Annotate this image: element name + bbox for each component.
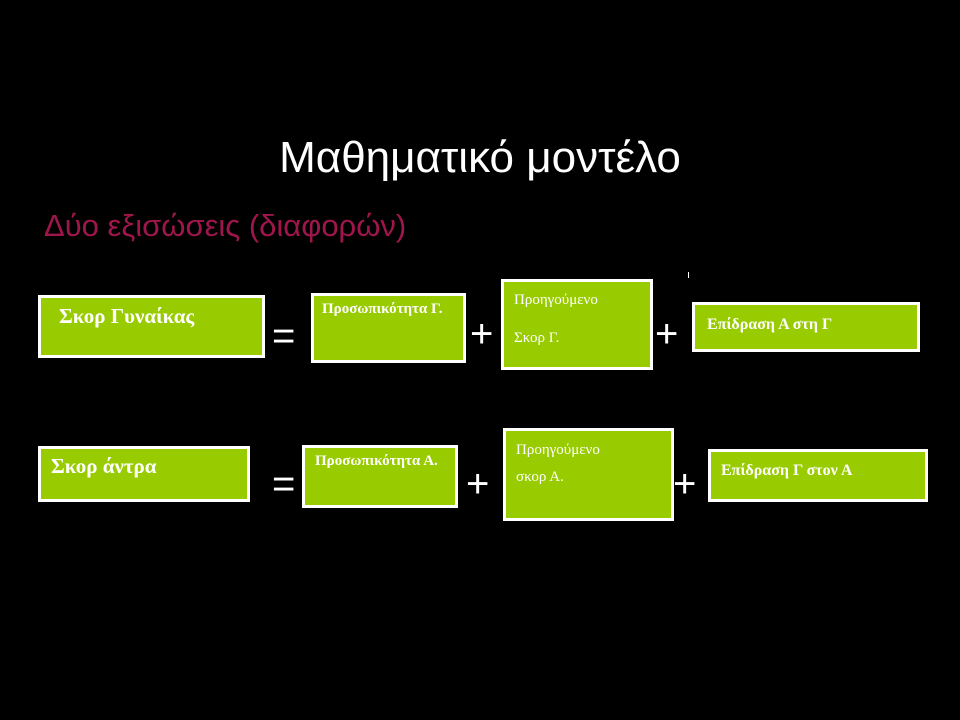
eq2-equals-sign: = bbox=[272, 462, 296, 506]
eq1-term1-box: Προσωπικότητα Γ. bbox=[311, 293, 466, 363]
eq2-lhs-box: Σκορ άντρα bbox=[38, 446, 250, 502]
eq2-lhs-label: Σκορ άντρα bbox=[51, 454, 157, 478]
slide-title: Μαθηματικό μοντέλο bbox=[279, 133, 681, 182]
eq2-term2-box: Προηγούμενο σκορ Α. bbox=[503, 428, 674, 521]
eq1-term1-label: Προσωπικότητα Γ. bbox=[322, 301, 443, 317]
eq1-plus-sign-2: + bbox=[655, 312, 679, 356]
eq1-lhs-label: Σκορ Γυναίκας bbox=[59, 304, 195, 328]
eq1-term3-label: Επίδραση Α στη Γ bbox=[707, 316, 833, 333]
eq1-equals-sign: = bbox=[272, 314, 296, 358]
eq2-term1-box: Προσωπικότητα Α. bbox=[302, 445, 458, 508]
eq1-term2-line2: Σκορ Γ. bbox=[514, 330, 560, 346]
eq1-term3-box: Επίδραση Α στη Γ bbox=[692, 302, 920, 352]
eq2-term2-line2: σκορ Α. bbox=[516, 469, 564, 485]
eq2-plus-sign-1: + bbox=[466, 462, 490, 506]
tick-mark bbox=[688, 272, 689, 278]
eq1-term2-box: Προηγούμενο Σκορ Γ. bbox=[501, 279, 653, 370]
eq2-term1-label: Προσωπικότητα Α. bbox=[315, 453, 438, 469]
eq2-term3-label: Επίδραση Γ στον Α bbox=[721, 462, 853, 479]
eq1-term2-line1: Προηγούμενο bbox=[514, 292, 598, 308]
eq2-term3-box: Επίδραση Γ στον Α bbox=[708, 449, 928, 502]
eq1-plus-sign-1: + bbox=[470, 312, 494, 356]
eq2-term2-line1: Προηγούμενο bbox=[516, 442, 600, 458]
eq1-lhs-box: Σκορ Γυναίκας bbox=[38, 295, 265, 358]
slide-subtitle: Δύο εξισώσεις (διαφορών) bbox=[44, 208, 407, 243]
eq2-plus-sign-2: + bbox=[673, 462, 697, 506]
